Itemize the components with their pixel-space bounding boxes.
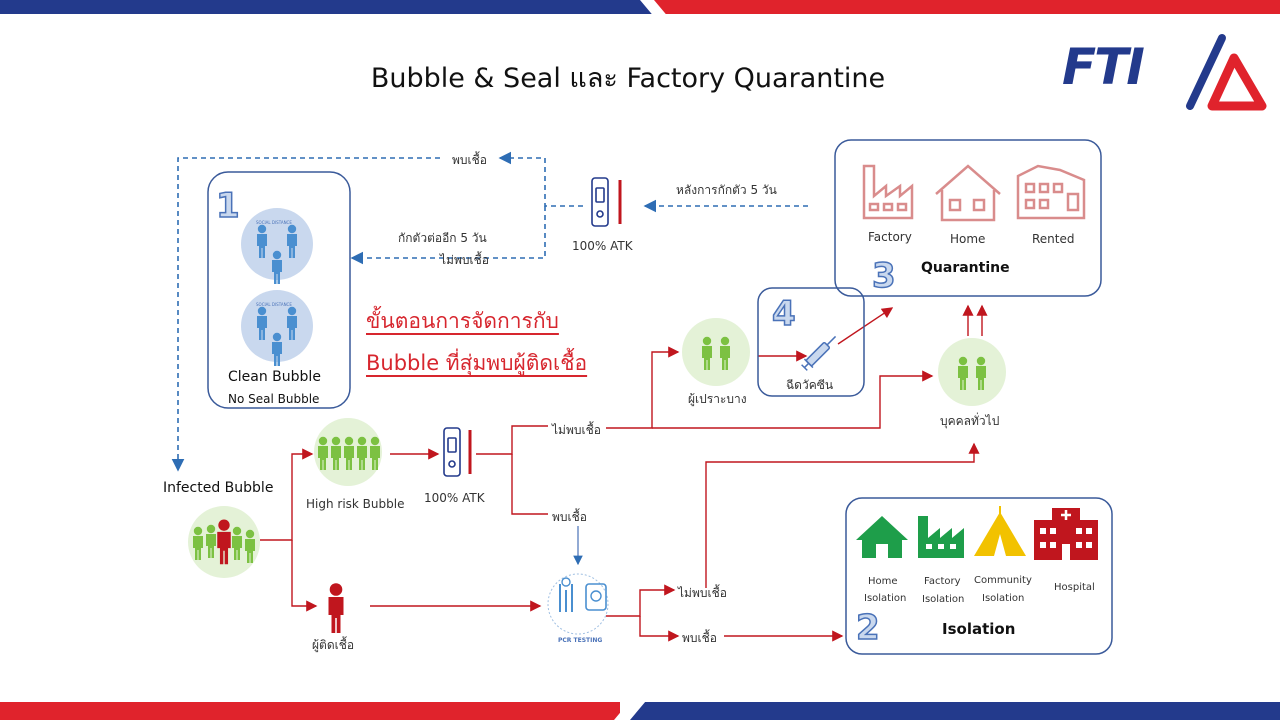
isolation-option-home-1: Home <box>868 576 898 587</box>
pcr-testing-label: PCR TESTING <box>558 637 603 644</box>
page-title: Bubble & Seal และ Factory Quarantine <box>370 63 886 94</box>
isolation-option-community-2: Isolation <box>982 593 1025 604</box>
top-not-found-label: ไม่พบเชื้อ <box>440 253 489 267</box>
quarantine-option-factory: Factory <box>868 230 912 244</box>
fti-logo-triangle-icon <box>1186 34 1267 111</box>
infected-bubble-icon <box>188 506 260 578</box>
quarantine-number: 3 <box>871 255 896 297</box>
mid-atk-label: 100% ATK <box>424 491 485 505</box>
social-distance-sign-1: SOCIAL DISTANCE <box>256 220 292 225</box>
atk-test-icon-mid <box>443 427 472 477</box>
general-people-label: บุคคลทั่วไป <box>940 414 1000 428</box>
high-risk-bubble-icon <box>314 418 382 486</box>
factory-isolation-icon <box>918 516 964 558</box>
infected-bubble-label: Infected Bubble <box>163 480 274 496</box>
quarantine-option-home: Home <box>950 232 986 246</box>
atk-found-label: พบเชื้อ <box>552 510 587 524</box>
high-risk-bubble-label: High risk Bubble <box>306 497 405 511</box>
syringe-icon <box>801 335 837 371</box>
community-isolation-tent-icon <box>974 506 1026 556</box>
hospital-icon <box>1034 508 1098 560</box>
fti-logo: FTI <box>1062 28 1268 114</box>
isolation-box <box>845 497 1113 655</box>
bottom-stripe-red <box>0 702 620 720</box>
vulnerable-people-icon <box>682 318 750 386</box>
top-atk-label: 100% ATK <box>572 239 633 253</box>
clean-bubble-number: 1 <box>215 185 240 227</box>
quarantine-label: Quarantine <box>921 260 1010 276</box>
vaccine-label: ฉีดวัคซีน <box>786 378 834 392</box>
pcr-testing-icon <box>547 573 609 635</box>
top-stripe-blue <box>0 0 660 14</box>
isolation-option-factory-2: Isolation <box>922 594 965 605</box>
rented-building-icon <box>1016 164 1086 220</box>
vaccine-box <box>757 287 865 397</box>
quarantine-option-rented: Rented <box>1032 232 1075 246</box>
home-icon <box>935 164 1001 222</box>
infected-person-icon <box>328 583 344 633</box>
infected-person-label: ผู้ติดเชื้อ <box>312 638 355 652</box>
clean-bubble-box <box>207 171 351 409</box>
top-found-label: พบเชื้อ <box>452 153 487 167</box>
atk-not-found-label: ไม่พบเชื้อ <box>552 423 601 437</box>
headline-line-1: ขั้นตอนการจัดการกับ <box>366 309 559 333</box>
factory-icon <box>862 164 914 220</box>
isolation-option-hospital: Hospital <box>1054 582 1095 593</box>
home-isolation-icon <box>856 516 908 558</box>
red-arrows <box>260 304 988 642</box>
bottom-stripe-blue <box>630 702 1280 720</box>
isolation-label: Isolation <box>942 620 1016 638</box>
isolation-option-community-1: Community <box>974 575 1032 586</box>
vaccine-number: 4 <box>771 293 796 335</box>
pcr-not-found-label: ไม่พบเชื้อ <box>678 586 727 600</box>
social-distance-icon-1 <box>241 208 313 284</box>
isolation-number: 2 <box>855 607 880 649</box>
isolation-option-factory-1: Factory <box>924 576 961 587</box>
pcr-found-label: พบเชื้อ <box>682 631 717 645</box>
social-distance-sign-2: SOCIAL DISTANCE <box>256 302 292 307</box>
quarantine-box <box>834 139 1102 297</box>
clean-bubble-label: Clean Bubble <box>228 369 321 385</box>
top-dashed-flow <box>171 151 808 472</box>
fti-logo-text: FTI <box>1062 38 1145 96</box>
social-distance-icon-2 <box>241 290 313 366</box>
atk-test-icon-top <box>591 177 622 227</box>
after-quarantine-label: หลังการกักตัว 5 วัน <box>676 183 777 197</box>
isolation-option-home-2: Isolation <box>864 593 907 604</box>
no-seal-bubble-label: No Seal Bubble <box>228 392 320 406</box>
headline-line-2: Bubble ที่สุ่มพบผู้ติดเชื้อ <box>366 351 588 375</box>
general-people-icon <box>938 338 1006 406</box>
vulnerable-label: ผู้เปราะบาง <box>688 392 747 406</box>
quarantine-more-label: กักตัวต่ออีก 5 วัน <box>398 231 487 245</box>
